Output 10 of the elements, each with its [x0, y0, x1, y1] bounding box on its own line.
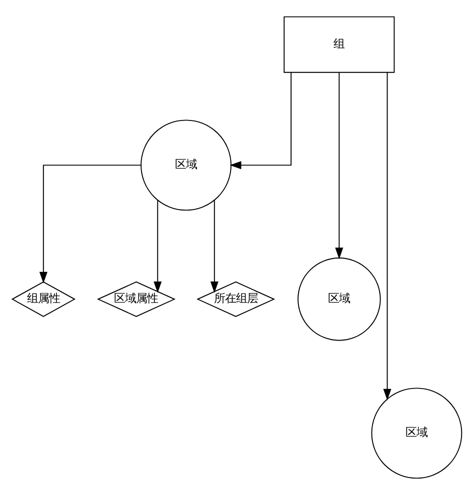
node-box: 组 — [284, 16, 395, 72]
arrow — [335, 72, 344, 259]
arrow — [210, 199, 218, 292]
arrow — [383, 72, 392, 400]
arrow — [39, 164, 142, 283]
arrow — [230, 72, 292, 169]
arrow — [154, 199, 162, 292]
node-circle: 区域 — [298, 257, 381, 340]
node-diamond: 组属性 — [11, 280, 76, 316]
node-circle: 区域 — [140, 119, 232, 210]
